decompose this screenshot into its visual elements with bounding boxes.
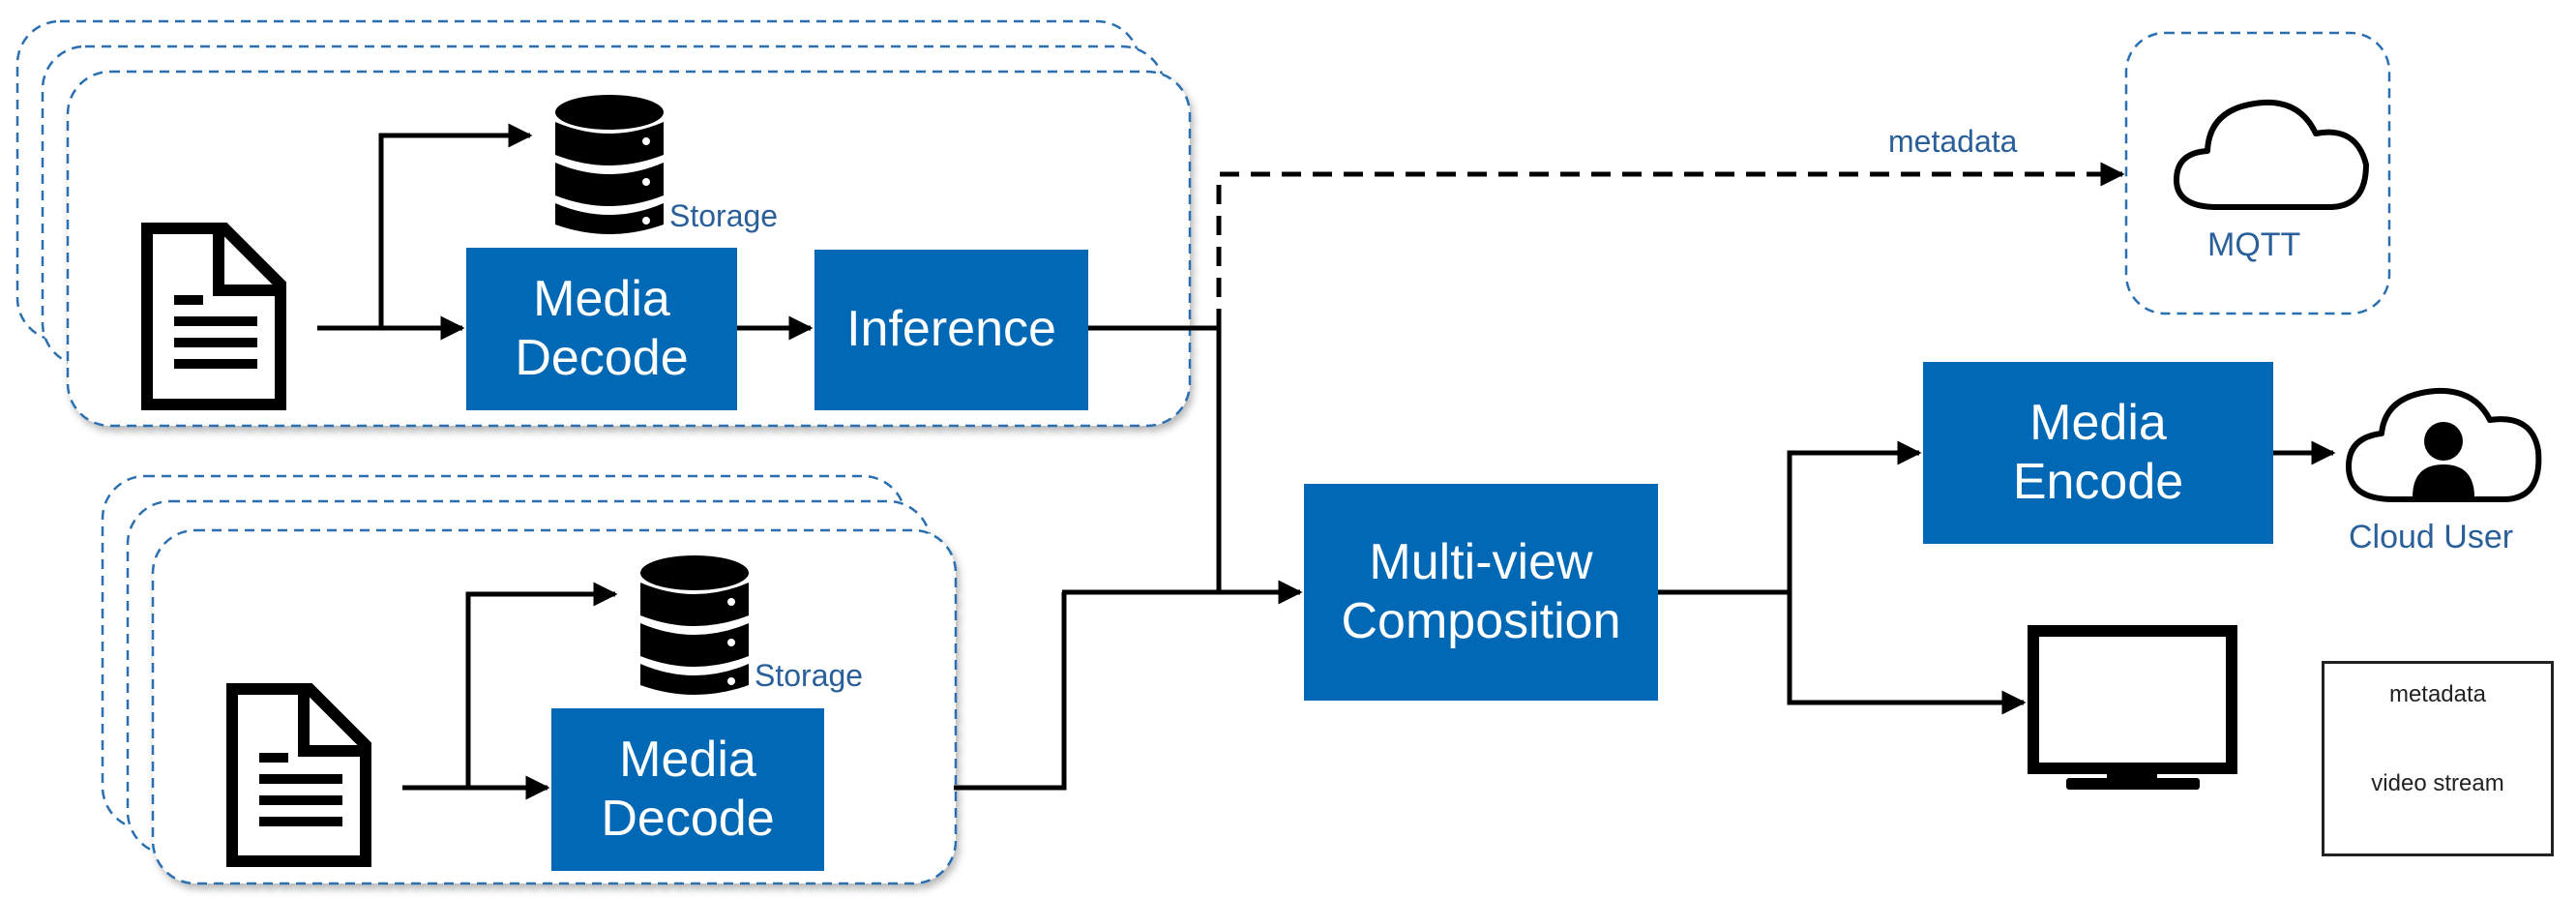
inference-box: Inference xyxy=(814,250,1088,410)
top-decode-line1: Media xyxy=(533,270,670,327)
monitor-icon xyxy=(2028,625,2237,790)
inference-label: Inference xyxy=(846,301,1056,358)
top-storage-label: Storage xyxy=(669,198,779,233)
document-icon xyxy=(226,683,371,867)
arrow-to-storage xyxy=(378,123,533,328)
database-icon xyxy=(555,95,664,234)
cloud-user-icon xyxy=(2346,387,2542,502)
encode-line2: Encode xyxy=(2012,454,2184,510)
composition-line1: Multi-view xyxy=(1369,533,1593,590)
top-pipeline-arrows xyxy=(317,123,1221,341)
legend-video-stream-label: video stream xyxy=(2371,770,2504,796)
composition-line2: Composition xyxy=(1341,593,1621,649)
top-decode-line2: Decode xyxy=(515,330,689,386)
composition-output-arrows xyxy=(1658,440,2336,715)
arrow-to-monitor xyxy=(1787,592,2027,715)
bottom-pipeline-arrows xyxy=(402,582,1067,800)
encode-line1: Media xyxy=(2029,394,2167,451)
cloud-user-label: Cloud User xyxy=(2349,519,2514,555)
arrow-to-storage xyxy=(465,582,618,788)
bottom-decode-line1: Media xyxy=(619,731,756,788)
line-decode-out xyxy=(954,592,1067,791)
bottom-media-decode-box: Media Decode xyxy=(551,708,824,871)
legend: metadata video stream xyxy=(2322,661,2554,856)
bottom-storage-label: Storage xyxy=(755,658,864,693)
mqtt-label: MQTT xyxy=(2207,226,2301,263)
multiview-composition-box: Multi-view Composition xyxy=(1304,484,1658,701)
legend-metadata-label: metadata xyxy=(2388,681,2487,707)
document-icon xyxy=(141,223,286,410)
media-encode-box: Media Encode xyxy=(1923,362,2273,544)
metadata-dashed-arrow xyxy=(1216,162,2125,328)
composition-input-arrows xyxy=(1062,328,1303,605)
cloud-icon xyxy=(2174,99,2369,210)
database-icon xyxy=(640,555,749,695)
metadata-edge-label: metadata xyxy=(1888,124,2018,159)
bottom-decode-line2: Decode xyxy=(601,791,775,847)
arrow-to-encode xyxy=(1787,440,1922,592)
top-media-decode-box: Media Decode xyxy=(466,248,737,410)
